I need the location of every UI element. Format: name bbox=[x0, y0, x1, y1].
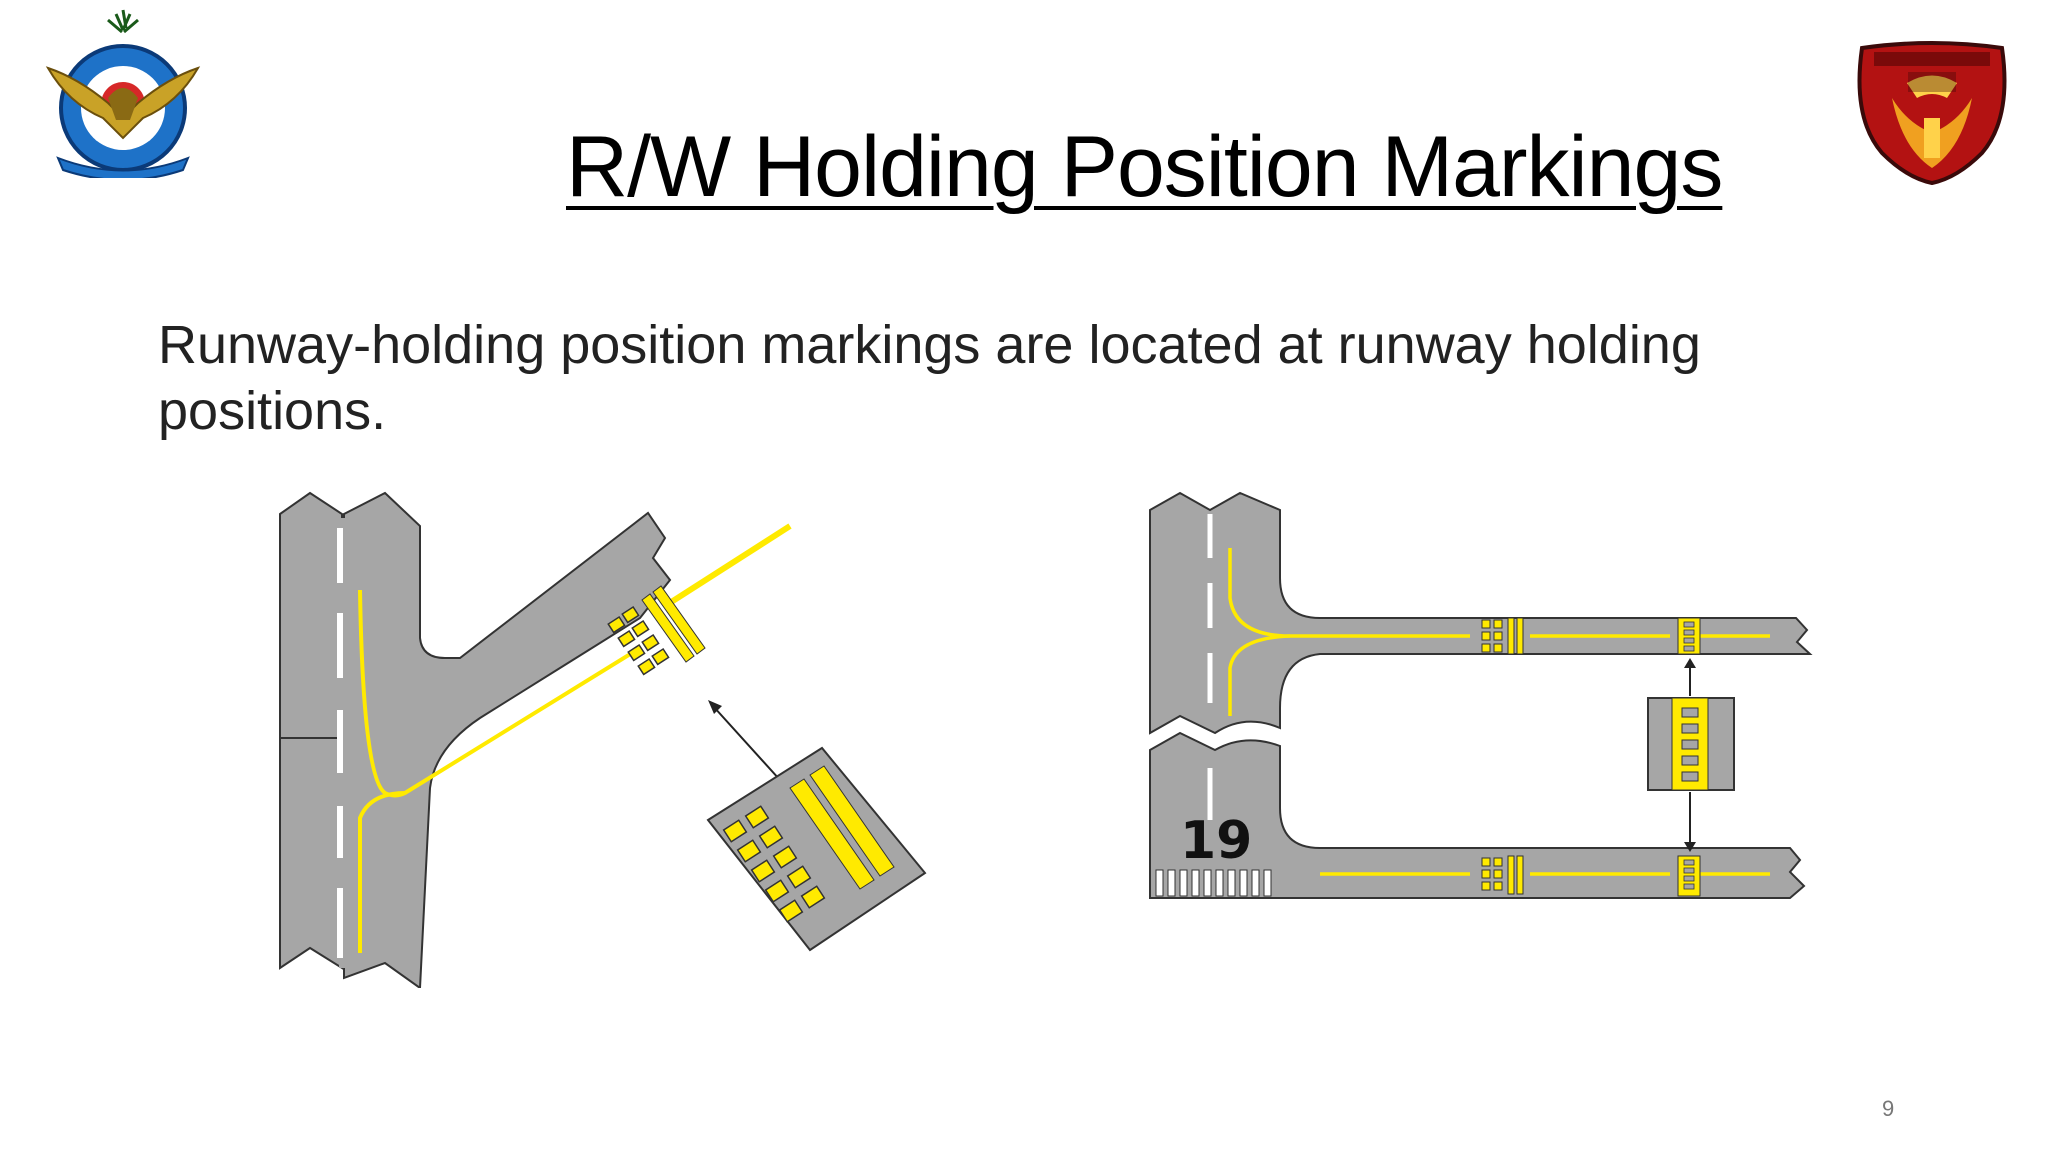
lower-callout-arrowhead bbox=[1684, 842, 1696, 852]
air-force-emblem-icon bbox=[45, 9, 201, 178]
lower-ils-holding-marking bbox=[1677, 855, 1701, 897]
holding-position-marking bbox=[607, 585, 706, 676]
slide-title: R/W Holding Position Markings bbox=[566, 119, 1723, 215]
page-number: 9 bbox=[1882, 1096, 1895, 1121]
body-text: Runway-holding position markings are loc… bbox=[158, 315, 1701, 441]
threshold-markings bbox=[1155, 869, 1272, 897]
taxiway-centerline bbox=[663, 523, 792, 609]
angled-taxiway-holding-diagram bbox=[279, 491, 927, 988]
callout-arrow bbox=[712, 705, 781, 781]
runway-pavement bbox=[279, 491, 672, 988]
taxiway-lead-off-line bbox=[358, 791, 406, 953]
upper-runway-holding-marking bbox=[1481, 617, 1524, 655]
runway-lower-pavement bbox=[1149, 731, 1806, 899]
lower-runway-holding-marking bbox=[1481, 855, 1524, 895]
runway-upper-pavement bbox=[1149, 491, 1813, 735]
upper-lead-off-line bbox=[1228, 634, 1291, 716]
upper-ils-holding-marking bbox=[1677, 617, 1701, 655]
squadron-emblem-icon bbox=[1857, 41, 2007, 186]
callout-arrowhead bbox=[708, 700, 722, 714]
upper-callout-arrowhead bbox=[1684, 658, 1696, 668]
perpendicular-taxiway-holding-diagram: 19 bbox=[1149, 491, 1813, 899]
ils-marking-detail-inset bbox=[1647, 697, 1735, 791]
holding-marking-detail-inset bbox=[706, 746, 927, 952]
runway-number: 19 bbox=[1180, 811, 1252, 871]
